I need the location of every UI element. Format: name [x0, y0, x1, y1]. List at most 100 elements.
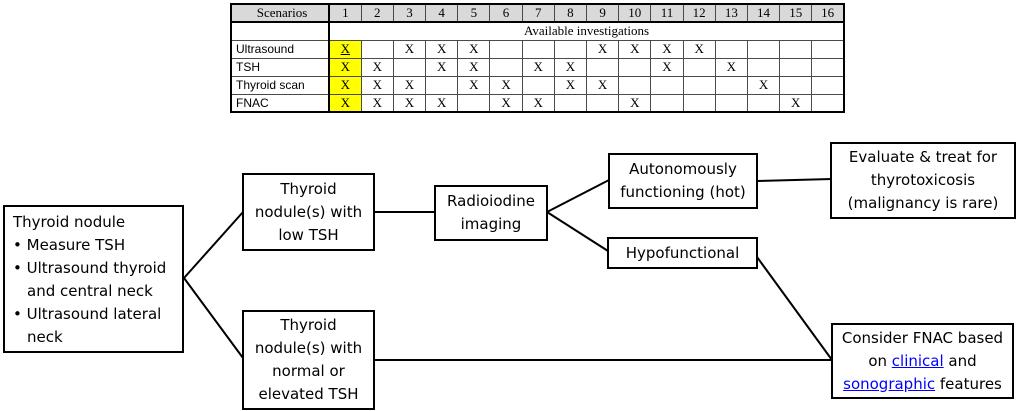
mark-cell: X	[328, 93, 362, 113]
mark-cell: X	[392, 75, 427, 95]
scenario-number-header: 13	[714, 3, 748, 23]
mark-cell	[779, 39, 813, 59]
scenario-number-header: 4	[425, 3, 459, 23]
mark-cell	[811, 93, 845, 113]
mark-cell: X	[650, 39, 684, 59]
mark-cell: X	[328, 75, 362, 95]
mark-cell	[714, 39, 748, 59]
bullet-ultrasound-thyroid: Ultrasound thyroid and central neck	[13, 257, 178, 303]
mark-cell: X	[521, 93, 555, 113]
scenario-number-header: 9	[585, 3, 620, 23]
mark-cell: X	[521, 57, 555, 77]
mark-cell	[682, 93, 716, 113]
mark-cell: X	[618, 93, 652, 113]
normal-elevated-tsh-label: Thyroid nodule(s) with normal or elevate…	[254, 316, 363, 403]
mark-cell: X	[392, 39, 427, 59]
thyroid-nodule-box: Thyroid nodule Measure TSH Ultrasound th…	[3, 205, 184, 353]
mark-cell	[553, 93, 588, 113]
fnac-text-after: features	[935, 374, 1002, 393]
mark-cell	[811, 75, 845, 95]
mark-cell	[585, 93, 620, 113]
mark-cell	[650, 93, 684, 113]
scenario-number-header: 5	[457, 3, 491, 23]
mark-cell	[746, 93, 781, 113]
scenario-number-header: 16	[811, 3, 845, 23]
mark-cell: X	[425, 93, 459, 113]
mark-cell	[360, 39, 394, 59]
sonographic-link[interactable]: sonographic	[843, 374, 936, 393]
mark-cell: X	[779, 93, 813, 113]
fnac-text-between: and	[943, 351, 977, 370]
consider-fnac-box: Consider FNAC based on clinical and sono…	[831, 323, 1014, 399]
scenario-number-header: 12	[682, 3, 716, 23]
mark-cell: X	[650, 57, 684, 77]
thyroid-nodule-bullet-list: Measure TSH Ultrasound thyroid and centr…	[13, 234, 178, 349]
mark-cell	[585, 57, 620, 77]
connector-nodule-to-normaltsh	[183, 277, 244, 359]
scenario-number-header: 10	[618, 3, 652, 23]
mark-cell	[714, 93, 748, 113]
scenario-number-header: 8	[553, 3, 588, 23]
mark-cell	[521, 75, 555, 95]
investigation-row-label: Ultrasound	[230, 39, 330, 59]
mark-cell	[746, 57, 781, 77]
clinical-link[interactable]: clinical	[891, 351, 944, 370]
mark-cell: X	[328, 57, 362, 77]
mark-cell: X	[457, 75, 491, 95]
mark-cell: X	[682, 39, 716, 59]
mark-cell: X	[457, 57, 491, 77]
connector-radioiodine-to-hot	[546, 179, 610, 213]
mark-cell	[682, 75, 716, 95]
investigation-row-label: Thyroid scan	[230, 75, 330, 95]
mark-cell: X	[328, 39, 362, 59]
mark-cell: X	[360, 93, 394, 113]
mark-cell: X	[425, 39, 459, 59]
scenario-number-header: 15	[779, 3, 813, 23]
mark-cell: X	[553, 75, 588, 95]
mark-cell: X	[425, 57, 459, 77]
hypofunctional-label: Hypofunctional	[625, 243, 740, 262]
mark-cell	[392, 57, 427, 77]
mark-cell: X	[746, 75, 781, 95]
mark-cell	[779, 57, 813, 77]
normal-elevated-tsh-box: Thyroid nodule(s) with normal or elevate…	[242, 310, 375, 410]
low-tsh-box: Thyroid nodule(s) with low TSH	[242, 173, 375, 251]
scenario-number-header: 2	[360, 3, 394, 23]
mark-cell: X	[618, 39, 652, 59]
mark-cell	[553, 39, 588, 59]
blank-cell	[230, 21, 330, 41]
radioiodine-imaging-box: Radioiodine imaging	[434, 185, 548, 241]
mark-cell	[650, 75, 684, 95]
fnac-text-before: Consider FNAC based on	[841, 328, 1004, 370]
scenario-number-header: 7	[521, 3, 555, 23]
bullet-measure-tsh: Measure TSH	[13, 234, 178, 257]
mark-cell	[714, 75, 748, 95]
scenario-number-header: 14	[746, 3, 781, 23]
mark-cell	[779, 75, 813, 95]
investigation-row-label: TSH	[230, 57, 330, 77]
mark-cell	[682, 57, 716, 77]
mark-cell: X	[489, 75, 523, 95]
mark-cell	[618, 57, 652, 77]
consider-fnac-text: Consider FNAC based on clinical and sono…	[835, 327, 1010, 396]
mark-cell: X	[489, 93, 523, 113]
mark-cell	[811, 57, 845, 77]
evaluate-treat-box: Evaluate & treat for thyrotoxicosis (mal…	[830, 142, 1016, 219]
mark-cell	[521, 39, 555, 59]
mark-cell: X	[585, 39, 620, 59]
investigation-row-label: FNAC	[230, 93, 330, 113]
mark-cell: X	[553, 57, 588, 77]
mark-cell	[489, 57, 523, 77]
radioiodine-label: Radioiodine imaging	[447, 192, 535, 233]
mark-cell	[746, 39, 781, 59]
mark-cell: X	[714, 57, 748, 77]
mark-cell: X	[360, 57, 394, 77]
evaluate-treat-label: Evaluate & treat for thyrotoxicosis (mal…	[847, 148, 999, 212]
scenario-number-header: 3	[392, 3, 427, 23]
mark-cell	[489, 39, 523, 59]
connector-nodule-to-lowtsh	[183, 211, 244, 279]
connector-hot-to-evaluate	[756, 178, 833, 182]
